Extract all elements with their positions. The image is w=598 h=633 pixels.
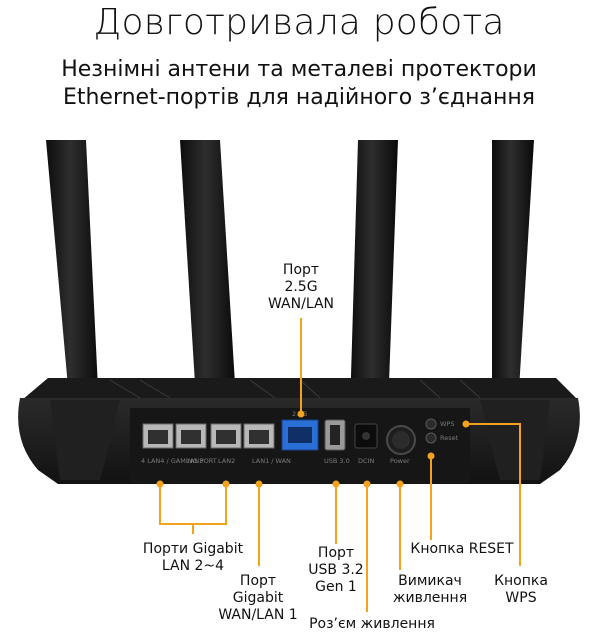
lan-port-3[interactable]	[175, 423, 207, 449]
callout-power-switch: Вимикач живлення	[384, 573, 476, 607]
callout-wps-button: Кнопка WPS	[488, 573, 554, 607]
callout-wps-button-line1: Кнопка	[494, 573, 548, 589]
antenna-4	[492, 140, 534, 446]
antenna-1	[46, 140, 100, 439]
callout-usb-line3: Gen 1	[315, 579, 357, 595]
lan-port-1-wan[interactable]	[243, 423, 275, 449]
callout-gigabit-wan-line2: Gigabit	[232, 590, 284, 606]
subtitle-line-1: Незнімні антени та металеві протектори	[61, 57, 537, 82]
callout-power-socket: Роз’єм живлення	[302, 616, 442, 633]
callout-port-25g-line3: WAN/LAN	[267, 296, 334, 312]
device-label-wps: WPS	[440, 420, 454, 428]
page-title: Довготривала робота	[93, 2, 505, 43]
callout-port-25g-line1: Порт	[282, 262, 320, 278]
device-label-power: Power	[390, 457, 410, 465]
device-label-usb: USB 3.0	[324, 457, 350, 465]
device-label-reset: Reset	[440, 434, 459, 442]
callout-usb: Порт USB 3.2 Gen 1	[299, 545, 373, 596]
device-label-dcin: DCIN	[358, 457, 374, 465]
antenna-2	[180, 140, 236, 400]
callout-usb-line2: USB 3.2	[308, 562, 364, 578]
reset-button[interactable]	[425, 432, 437, 444]
callout-gigabit-lan-line2: LAN 2~4	[161, 558, 225, 574]
lan-port-2[interactable]	[210, 423, 242, 449]
antenna-3	[350, 140, 398, 410]
callout-gigabit-wan-line3: WAN/LAN 1	[218, 607, 298, 623]
callout-gigabit-wan-line1: Порт	[239, 573, 277, 589]
callout-gigabit-lan-line1: Порти Gigabit	[142, 541, 244, 557]
wps-button[interactable]	[425, 418, 437, 430]
callout-port-25g: Порт 2.5G WAN/LAN	[256, 262, 346, 313]
dc-power-socket[interactable]	[354, 423, 378, 449]
callout-power-socket-line1: Роз’єм живлення	[309, 616, 435, 632]
subtitle-line-2: Ethernet-портів для надійного з’єднання	[62, 85, 536, 110]
callout-gigabit-wan: Порт Gigabit WAN/LAN 1	[208, 573, 308, 624]
callout-power-switch-line2: живлення	[392, 590, 468, 606]
lan-port-4[interactable]	[142, 423, 174, 449]
callout-wps-button-line2: WPS	[505, 590, 537, 606]
callout-lines	[159, 318, 521, 612]
callout-reset-button-line1: Кнопка RESET	[410, 541, 514, 557]
callout-gigabit-lan: Порти Gigabit LAN 2~4	[123, 541, 263, 575]
usb-port[interactable]	[324, 419, 346, 451]
device-label-lan4: 4 LAN4 / GAMING PORT	[141, 457, 217, 465]
device-label-lan2: LAN2	[218, 457, 235, 465]
callout-power-switch-line1: Вимикач	[398, 573, 462, 589]
port-25g-wan-lan[interactable]	[281, 419, 319, 451]
callout-dots	[156, 410, 470, 488]
callout-port-25g-line2: 2.5G	[284, 279, 318, 295]
device-label-lan3: LAN3	[186, 457, 203, 465]
callout-usb-line1: Порт	[317, 545, 355, 561]
device-label-lan1-wan: LAN1 / WAN	[252, 457, 291, 465]
callout-reset-button: Кнопка RESET	[404, 541, 520, 558]
